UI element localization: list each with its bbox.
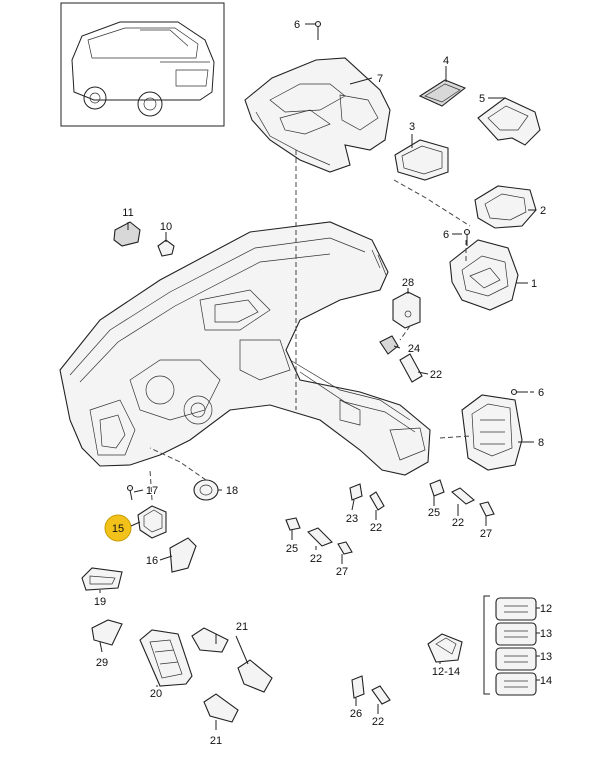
part-10 [157, 239, 175, 257]
part-15 [137, 505, 167, 539]
part-27-a [337, 541, 353, 555]
callout-22c[interactable]: 22 [310, 553, 322, 565]
callout-23a[interactable]: 23 [346, 513, 358, 525]
callout-13a[interactable]: 13 [540, 628, 552, 640]
part-3 [394, 139, 449, 181]
callout-27a[interactable]: 27 [336, 566, 348, 578]
callout-labels: 6 7 4 5 3 2 6 1 11 10 28 24 22 6 8 17 18… [94, 19, 552, 747]
part-5 [477, 97, 541, 146]
part-28 [392, 291, 421, 329]
callout-25b[interactable]: 25 [428, 507, 440, 519]
callout-29[interactable]: 29 [96, 657, 108, 669]
part-27-b [479, 501, 495, 517]
callout-7[interactable]: 7 [377, 73, 383, 85]
callout-25a[interactable]: 25 [286, 543, 298, 555]
part-19 [81, 567, 123, 591]
part-24 [379, 335, 399, 355]
callout-3[interactable]: 3 [409, 121, 415, 133]
callout-22d[interactable]: 22 [452, 517, 464, 529]
screw-6-mid [463, 228, 471, 246]
callout-6a[interactable]: 6 [294, 19, 300, 31]
callout-22e[interactable]: 22 [372, 716, 384, 728]
callout-22a[interactable]: 22 [430, 369, 442, 381]
callout-24[interactable]: 24 [408, 343, 420, 355]
part-12-14 [427, 633, 463, 663]
callout-12[interactable]: 12 [540, 603, 552, 615]
part-26 [351, 675, 365, 699]
dashboard-assembly [59, 221, 431, 476]
callout-18[interactable]: 18 [226, 485, 238, 497]
part-18 [193, 479, 219, 501]
switch-variants-box [483, 595, 537, 696]
part-22-e [371, 685, 391, 705]
part-20 [139, 629, 193, 687]
screw-6-right [510, 388, 528, 396]
part-25-b [429, 479, 445, 497]
callout-21a[interactable]: 21 [236, 621, 248, 633]
callout-8[interactable]: 8 [538, 437, 544, 449]
callout-15-label: 15 [112, 523, 124, 535]
callout-22b[interactable]: 22 [370, 522, 382, 534]
part-25-a [285, 517, 301, 531]
callout-20[interactable]: 20 [150, 688, 162, 700]
callout-4[interactable]: 4 [443, 55, 449, 67]
part-29 [91, 619, 123, 646]
part-21-a [191, 627, 229, 653]
callout-17[interactable]: 17 [146, 485, 158, 497]
callout-5[interactable]: 5 [479, 93, 485, 105]
callout-28[interactable]: 28 [402, 277, 414, 289]
part-22-c [307, 527, 333, 547]
callout-2[interactable]: 2 [540, 205, 546, 217]
callout-27b[interactable]: 27 [480, 528, 492, 540]
callout-1[interactable]: 1 [531, 278, 537, 290]
vehicle-thumbnail [60, 2, 225, 127]
part-22-b [369, 491, 385, 511]
callout-16[interactable]: 16 [146, 555, 158, 567]
part-4 [418, 79, 467, 107]
screw-6-top [314, 20, 322, 40]
part-21-c [203, 693, 239, 723]
callout-26[interactable]: 26 [350, 708, 362, 720]
callout-19[interactable]: 19 [94, 596, 106, 608]
callout-10[interactable]: 10 [160, 221, 172, 233]
part-22-upper [399, 353, 423, 383]
part-21-b [237, 659, 273, 693]
part-1 [449, 239, 519, 311]
callout-6c[interactable]: 6 [538, 387, 544, 399]
guide-lines [149, 150, 471, 501]
screw-17 [126, 484, 134, 501]
callout-21b[interactable]: 21 [210, 735, 222, 747]
part-16 [169, 537, 197, 573]
part-22-d [451, 487, 475, 505]
callout-14[interactable]: 14 [540, 675, 552, 687]
part-23-a [349, 483, 363, 501]
callout-12-14[interactable]: 12-14 [432, 666, 460, 678]
callout-15-highlight[interactable]: 15 [104, 514, 141, 542]
part-8 [461, 394, 523, 471]
callout-13b[interactable]: 13 [540, 651, 552, 663]
part-7-center-panel [244, 57, 391, 173]
part-2 [474, 185, 537, 229]
leader-lines [99, 23, 540, 730]
callout-11[interactable]: 11 [122, 207, 133, 219]
part-11 [113, 221, 141, 247]
callout-6b[interactable]: 6 [443, 229, 449, 241]
